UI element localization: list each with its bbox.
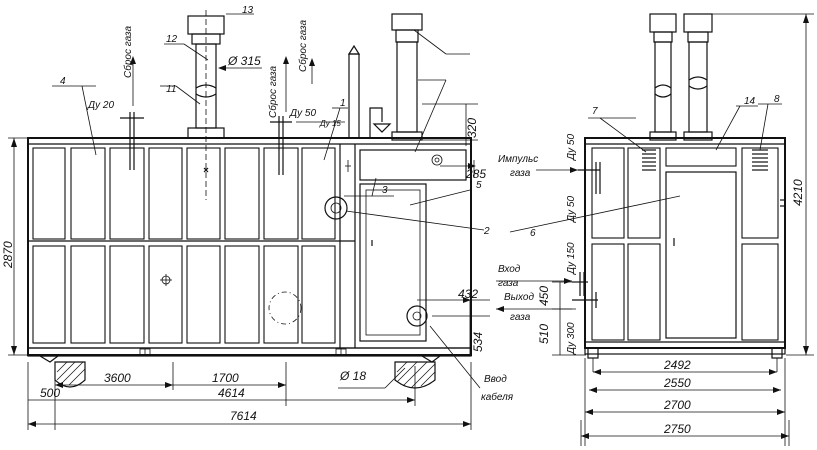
dim-2492: 2492 [663,358,691,372]
dashed-hatch [268,291,302,325]
dim-1700: 1700 [212,371,239,385]
dim-3600: 3600 [104,371,131,385]
upper-panels [32,147,336,240]
dim-2550: 2550 [663,376,691,390]
gas-inlet-label-2: газа [498,278,519,289]
callout-6: 6 [530,228,536,239]
dim-450: 450 [537,286,551,306]
louvre-left [642,149,656,171]
callout-8: 8 [774,94,780,105]
callout-9: 11 [166,84,176,95]
side-view: Импульс газа Вход газа Выход газа Ду 50 … [496,13,814,446]
front-vent-window [359,149,467,181]
callout-1: 1 [340,98,346,109]
dim-2750: 2750 [663,422,691,436]
side-door [665,171,737,339]
callout-5: 5 [476,180,482,191]
impulse-gas-label-1: Импульс [498,154,538,165]
gas-inlet-label-1: Вход [498,264,521,275]
impulse-gas-label-2: газа [510,168,531,179]
pipe-dn20-label: Ду 20 [87,100,114,111]
dim-285: 285 [465,167,486,181]
callout-3: 3 [382,185,388,196]
callout-10: 12 [166,34,178,45]
side-pipe-dn150: Ду 150 [566,242,577,275]
side-vent-window [665,147,737,167]
lower-panels [32,245,336,344]
dim-500: 500 [40,386,60,400]
foundation-right [394,361,436,389]
side-pipe-dn300: Ду 300 [566,322,577,355]
gas-outlet-label-2: газа [510,312,531,323]
foundation-left [54,361,86,388]
dim-432: 432 [458,287,478,301]
diameter-315-label: Ø 315 [227,54,261,68]
dim-7614: 7614 [230,409,257,423]
callout-14: 14 [744,96,756,107]
chimney-right [391,13,423,141]
dim-4614: 4614 [218,386,245,400]
pipe-flange-2 [324,196,348,220]
dim-510: 510 [537,324,551,344]
dim-534: 534 [471,332,485,352]
gas-discharge-label-mid: Сброс газа [267,66,279,118]
dim-2870: 2870 [1,241,15,269]
side-pipe-dn50-upper: Ду 50 [566,134,577,161]
front-door [359,183,427,342]
gas-outlet-label-1: Выход [504,292,534,303]
dim-320: 320 [465,118,479,138]
cable-inlet-flange [406,305,428,327]
dim-2700: 2700 [663,398,691,412]
cable-inlet-label-2: кабеля [481,391,514,403]
callout-2: 2 [483,226,490,237]
front-view: Сброс газа Сброс газа Сброс газа Ду 20 Д… [1,5,514,430]
louvre-right [752,149,768,171]
cable-inlet-label-1: Ввод [484,374,507,385]
callout-4: 4 [60,76,66,87]
housing-outline [27,137,472,356]
side-pipe-dn50-lower: Ду 50 [566,196,577,223]
dim-4210: 4210 [791,179,805,206]
chimney-315 [187,10,225,200]
pipe-dn15-label: Ду 15 [319,119,341,128]
gas-discharge-label-right: Сброс газа [297,20,309,72]
callout-7: 7 [592,106,598,117]
vent-pipe [348,53,360,139]
diameter-18-label: Ø 18 [339,369,366,383]
callout-11: 13 [242,5,254,16]
pipe-dn50-label: Ду 50 [289,108,316,119]
gas-discharge-label-left: Сброс газа [122,26,134,78]
